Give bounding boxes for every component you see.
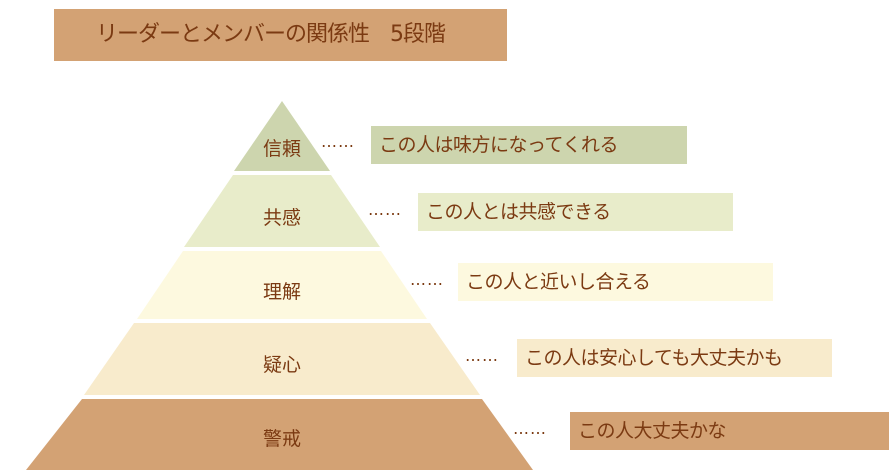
pyramid-tier-1 <box>234 101 330 171</box>
description-understanding: この人と近いし合える <box>458 263 773 301</box>
tier-label-understanding: 理解 <box>262 281 301 303</box>
pyramid-tier-5 <box>26 399 533 470</box>
description-caution: この人大丈夫かな <box>570 412 889 450</box>
connector-dots: …… <box>410 270 444 289</box>
connector-dots: …… <box>368 200 402 219</box>
pyramid-tier-3 <box>137 251 427 319</box>
pyramid-tier-4 <box>84 323 480 395</box>
tier-label-doubt: 疑心 <box>262 354 301 376</box>
tier-label-trust: 信頼 <box>262 138 301 160</box>
description-doubt: この人は安心しても大丈夫かも <box>517 339 832 377</box>
tier-label-caution: 警戒 <box>262 428 301 450</box>
connector-dots: …… <box>465 346 499 365</box>
diagram-title: リーダーとメンバーの関係性 5段階 <box>54 9 507 61</box>
connector-dots: …… <box>513 419 547 438</box>
tier-label-empathy: 共感 <box>262 207 301 229</box>
description-trust: この人は味方になってくれる <box>371 126 687 164</box>
connector-dots: …… <box>321 132 355 151</box>
pyramid-tier-2 <box>184 175 380 247</box>
description-empathy: この人とは共感できる <box>418 193 733 231</box>
